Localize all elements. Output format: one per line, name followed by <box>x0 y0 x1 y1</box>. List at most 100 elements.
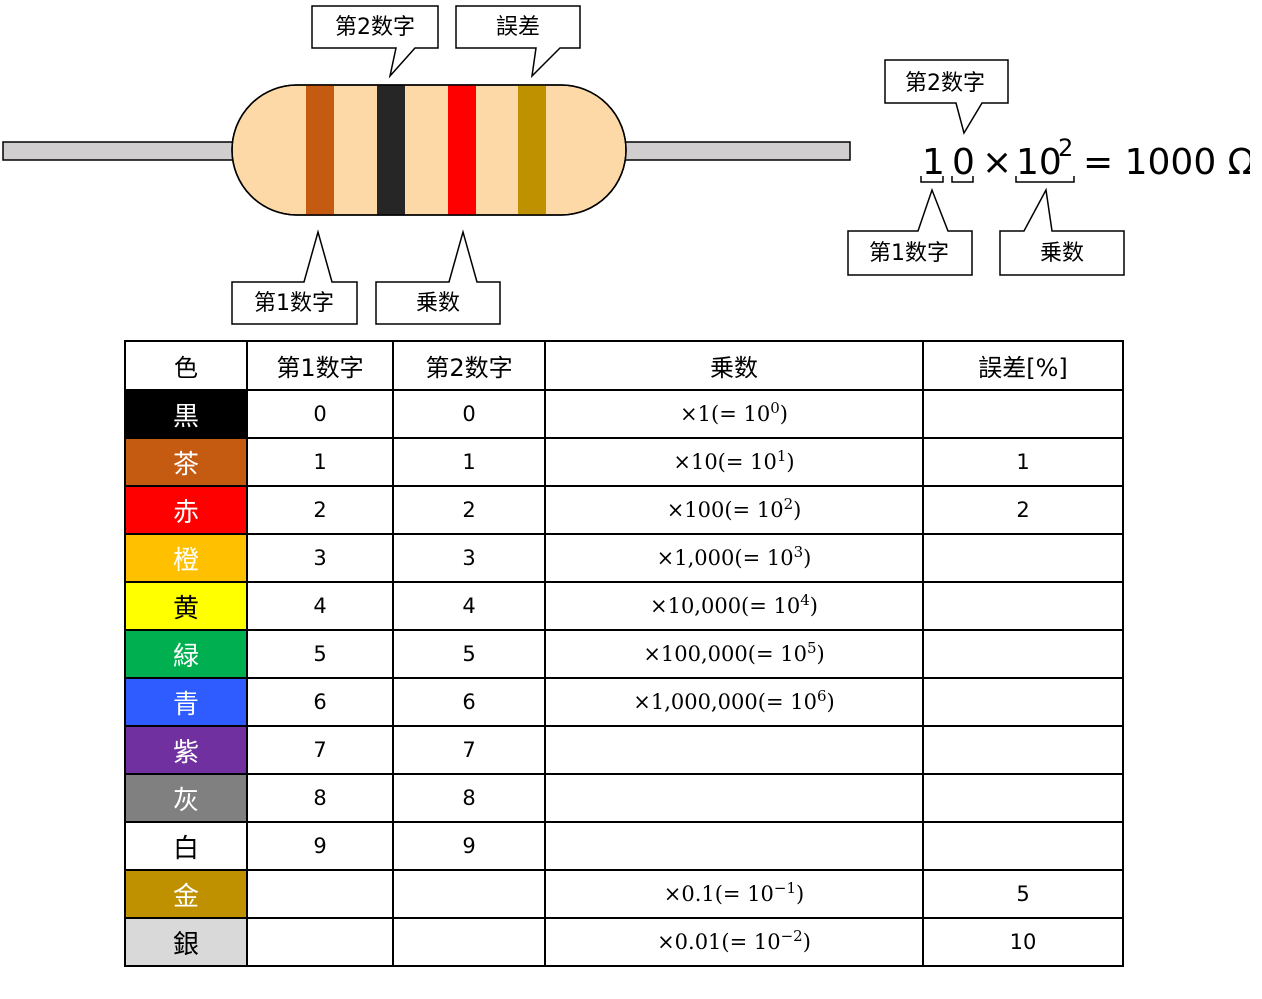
formula-digit2: 0 <box>952 142 975 183</box>
multiplier-text: ×10(= 10 <box>673 450 777 474</box>
color-name-cell: 白 <box>124 821 248 871</box>
multiplier-exponent: 5 <box>806 639 817 657</box>
tolerance-cell <box>922 629 1124 679</box>
multiplier-cell: ×1,000(= 103) <box>544 533 924 583</box>
header-color: 色 <box>124 340 248 391</box>
first-digit-cell <box>246 869 394 919</box>
color-name-cell: 緑 <box>124 629 248 679</box>
multiplier-exponent: −1 <box>773 879 797 897</box>
multiplier-cell: ×1,000,000(= 106) <box>544 677 924 727</box>
multiplier-text: ×1,000,000(= 10 <box>633 690 817 714</box>
multiplier-cell: ×10(= 101) <box>544 437 924 487</box>
color-name-cell: 黄 <box>124 581 248 631</box>
tolerance-cell: 2 <box>922 485 1124 535</box>
second-digit-cell <box>392 869 546 919</box>
multiplier-text: ×0.01(= 10 <box>657 930 781 954</box>
tolerance-cell <box>922 581 1124 631</box>
second-digit-cell: 6 <box>392 677 546 727</box>
band-multiplier <box>448 85 476 215</box>
multiplier-text: ×1,000(= 10 <box>656 546 794 570</box>
svg-text:第2数字: 第2数字 <box>335 15 415 40</box>
multiplier-text: ×100(= 10 <box>666 498 784 522</box>
header-first-digit: 第1数字 <box>246 340 394 391</box>
tolerance-cell: 1 <box>922 437 1124 487</box>
tolerance-cell <box>922 533 1124 583</box>
multiplier-cell: ×0.1(= 10−1) <box>544 869 924 919</box>
resistor-diagram: 第2数字 誤差 第1数字 乗数 <box>2 5 851 325</box>
tolerance-cell <box>922 389 1124 439</box>
formula-callout-second-digit: 第2数字 <box>884 59 1009 135</box>
formula-exponent: 2 <box>1058 134 1073 162</box>
color-name-cell: 灰 <box>124 773 248 823</box>
first-digit-cell: 2 <box>246 485 394 535</box>
first-digit-cell: 5 <box>246 629 394 679</box>
formula-callout-multiplier: 乗数 <box>999 187 1125 276</box>
first-digit-cell: 8 <box>246 773 394 823</box>
second-digit-cell: 1 <box>392 437 546 487</box>
callout-tolerance: 誤差 <box>455 5 581 79</box>
first-digit-cell: 7 <box>246 725 394 775</box>
multiplier-exponent: 3 <box>793 543 804 561</box>
band-second-digit <box>377 85 405 215</box>
formula-result: = 1000 Ω <box>1083 142 1250 183</box>
multiplier-cell: ×100,000(= 105) <box>544 629 924 679</box>
second-digit-cell: 2 <box>392 485 546 535</box>
first-digit-cell: 4 <box>246 581 394 631</box>
callout-first-digit: 第1数字 <box>231 229 358 325</box>
callout-multiplier: 乗数 <box>375 229 501 325</box>
tolerance-cell <box>922 677 1124 727</box>
multiplier-exponent: 6 <box>816 687 827 705</box>
multiplier-cell: ×0.01(= 10−2) <box>544 917 924 967</box>
header-second-digit: 第2数字 <box>392 340 546 391</box>
multiplier-cell <box>544 725 924 775</box>
multiplier-cell <box>544 821 924 871</box>
multiplier-cell: ×1(= 100) <box>544 389 924 439</box>
formula-diagram: 第2数字 1 0 × 10 2 = 1000 Ω 第1数字 乗数 <box>847 59 1250 276</box>
band-first-digit <box>306 85 334 215</box>
color-name-cell: 赤 <box>124 485 248 535</box>
multiplier-exponent: 1 <box>776 447 787 465</box>
second-digit-cell: 4 <box>392 581 546 631</box>
multiplier-text: ×0.1(= 10 <box>663 882 774 906</box>
svg-text:第1数字: 第1数字 <box>869 241 949 266</box>
tolerance-cell <box>922 773 1124 823</box>
first-digit-cell: 6 <box>246 677 394 727</box>
first-digit-cell: 1 <box>246 437 394 487</box>
first-digit-cell: 3 <box>246 533 394 583</box>
second-digit-cell: 5 <box>392 629 546 679</box>
band-tolerance <box>518 85 546 215</box>
resistor-body <box>231 84 627 216</box>
svg-text:乗数: 乗数 <box>416 291 460 316</box>
left-lead <box>2 141 236 161</box>
color-name-cell: 青 <box>124 677 248 727</box>
multiplier-exponent: 2 <box>783 495 794 513</box>
second-digit-cell: 3 <box>392 533 546 583</box>
color-name-cell: 金 <box>124 869 248 919</box>
header-multiplier: 乗数 <box>544 340 924 391</box>
color-name-cell: 黒 <box>124 389 248 439</box>
svg-text:誤差: 誤差 <box>496 15 540 40</box>
multiplier-cell: ×10,000(= 104) <box>544 581 924 631</box>
tolerance-cell <box>922 725 1124 775</box>
multiplier-exponent: 0 <box>770 399 780 417</box>
multiplier-exponent: 4 <box>800 591 810 609</box>
header-tolerance: 誤差[%] <box>922 340 1124 391</box>
callout-second-digit: 第2数字 <box>311 5 439 79</box>
multiplier-text: ×100,000(= 10 <box>643 642 807 666</box>
table-row: 金×0.1(= 10−1)5 <box>124 869 1124 919</box>
second-digit-cell: 7 <box>392 725 546 775</box>
color-name-cell: 銀 <box>124 917 248 967</box>
second-digit-cell: 0 <box>392 389 546 439</box>
color-name-cell: 紫 <box>124 725 248 775</box>
first-digit-cell: 9 <box>246 821 394 871</box>
first-digit-cell: 0 <box>246 389 394 439</box>
